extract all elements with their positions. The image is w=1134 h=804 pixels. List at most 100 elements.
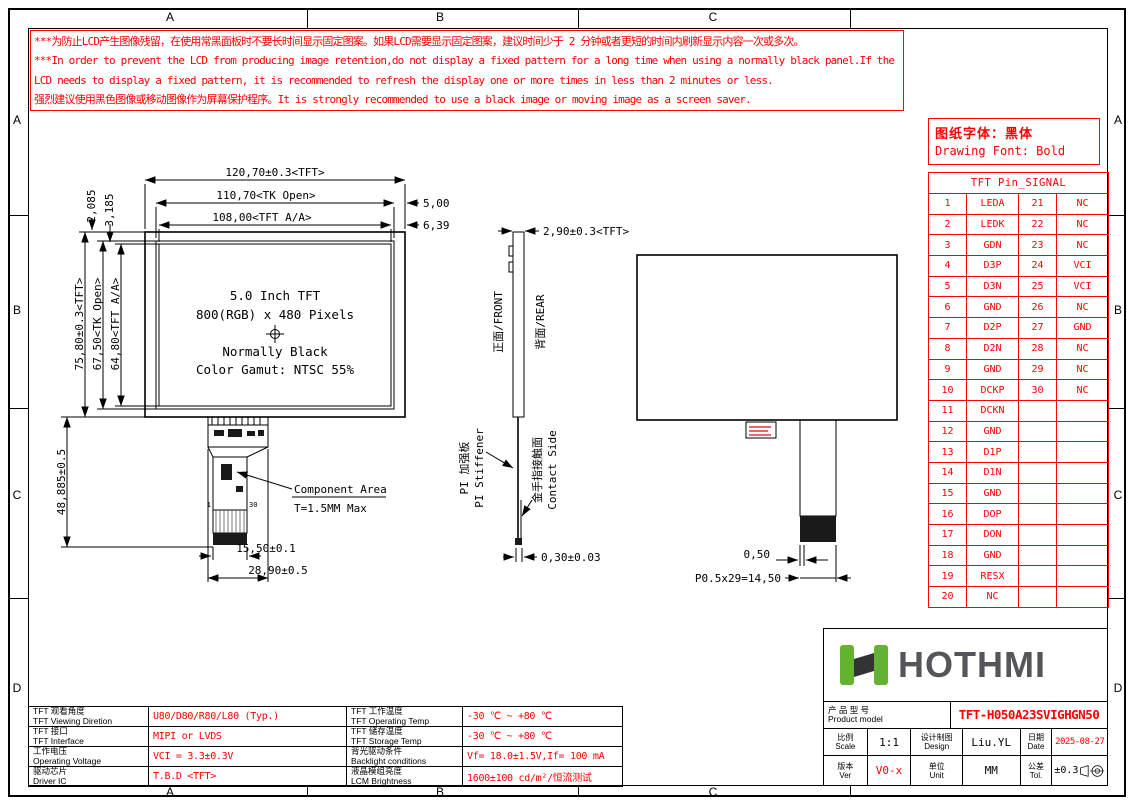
rear-outline bbox=[636, 254, 898, 421]
pin-sig bbox=[1055, 503, 1110, 525]
pin-num: 28 bbox=[1018, 337, 1057, 360]
pin-num: 16 bbox=[928, 503, 967, 525]
pin-sig bbox=[1055, 586, 1110, 608]
center-mark bbox=[266, 325, 284, 343]
product-model-row: 产 品 型 号 Product model TFT-H050A23SVIGHGN… bbox=[824, 702, 1107, 729]
pin-num: 8 bbox=[928, 337, 967, 360]
spec-label-zh: TFT 工作温度 bbox=[351, 706, 403, 716]
title-block: HOTHMI 产 品 型 号 Product model TFT-H050A23… bbox=[823, 628, 1108, 786]
zone-label-left-c: C bbox=[12, 488, 22, 502]
pin-sig: D3N bbox=[966, 275, 1019, 298]
product-label-en: Product model bbox=[828, 713, 883, 724]
pin-sig bbox=[1055, 544, 1110, 567]
design-value: Liu.YL bbox=[963, 728, 1021, 756]
pin-sig: D2N bbox=[966, 337, 1019, 360]
pin-num: 5 bbox=[928, 275, 967, 298]
pin-sig bbox=[1055, 482, 1110, 505]
zone-label-right-a: A bbox=[1113, 113, 1122, 127]
frame-tick bbox=[8, 598, 28, 599]
pin-table-header: TFT Pin_SIGNAL bbox=[927, 172, 1110, 194]
rear-contact-area bbox=[800, 516, 836, 542]
zone-label-left-b: B bbox=[12, 303, 21, 317]
zone-label-left-d: D bbox=[12, 681, 22, 695]
pin-sig: NC bbox=[1055, 296, 1110, 319]
side-profile bbox=[512, 231, 525, 418]
pin-sig: LEDK bbox=[966, 213, 1019, 236]
dim-fpc-width-1: 15,50±0.1 bbox=[236, 542, 296, 555]
front-view bbox=[144, 231, 406, 545]
pin-num: 10 bbox=[928, 379, 967, 401]
spec-value: VCI = 3.3±0.3V bbox=[148, 746, 347, 767]
pin-num: 25 bbox=[1018, 275, 1057, 298]
tolerance-value: ±0.3 bbox=[1054, 765, 1079, 777]
active-area-outline bbox=[158, 243, 392, 407]
frame-tick bbox=[8, 408, 28, 409]
component-area-label: Component Area bbox=[294, 483, 387, 496]
pin-sig: DCKN bbox=[966, 399, 1019, 422]
spec-value: 1600±100 cd/m²/恒流测试 bbox=[462, 766, 623, 787]
product-label-zh: 产 品 型 号 bbox=[828, 704, 870, 715]
pin-sig: GND bbox=[966, 358, 1019, 381]
spec-label-en: TFT Interface bbox=[33, 735, 84, 746]
pin-num: 17 bbox=[928, 524, 967, 546]
frame-tick bbox=[578, 8, 579, 28]
spec-value: -30 ℃ ~ +80 ℃ bbox=[462, 706, 623, 727]
dim-fpc-width-2: 28,90±0.5 bbox=[248, 564, 308, 577]
contact-side-label-zh: 金手指接触面 bbox=[530, 437, 544, 503]
pin-num bbox=[1018, 482, 1057, 505]
pin-num bbox=[1018, 565, 1057, 588]
dim-5: 5,00 bbox=[423, 197, 450, 210]
pi-stiffener-label-zh: PI 加强板 bbox=[457, 442, 471, 495]
dim-fpc-thickness: 0,30±0.03 bbox=[541, 551, 601, 564]
rear-fpc-tab bbox=[799, 419, 837, 517]
rear-view bbox=[636, 254, 898, 542]
spec-label-zh: TFT 观看角度 bbox=[33, 706, 85, 716]
pin-num: 9 bbox=[928, 358, 967, 381]
pin-num: 13 bbox=[928, 441, 967, 463]
scale-value: 1:1 bbox=[868, 728, 912, 756]
pin-num bbox=[1018, 420, 1057, 443]
pin-num bbox=[1018, 441, 1057, 463]
dim-rear-offset: 0,50 bbox=[744, 548, 771, 561]
pin-num: 26 bbox=[1018, 296, 1057, 319]
spec-label-en: LCM Brightness bbox=[351, 775, 412, 786]
zone-label-top-a: A bbox=[165, 10, 174, 24]
pi-stiffener-label-en: PI Stiffener bbox=[473, 428, 486, 508]
spec-label-zh: 背光驱动条件 bbox=[351, 746, 403, 756]
pin-sig: NC bbox=[1055, 193, 1110, 215]
dim-width-tft: 120,70±0.3<TFT> bbox=[225, 166, 325, 179]
panel-spec-line-1: 5.0 Inch TFT bbox=[230, 288, 321, 303]
pin-sig bbox=[1055, 441, 1110, 463]
warning-line-4: 强烈建议使用黑色图像或移动图像作为屏幕保护程序。It is strongly r… bbox=[34, 93, 752, 107]
pin-sig: D2P bbox=[966, 317, 1019, 339]
zone-label-bottom-c: C bbox=[708, 785, 718, 799]
font-note-en: Drawing Font: Bold bbox=[935, 144, 1066, 158]
hothmi-logo-icon bbox=[840, 645, 888, 686]
pin-last-marker: 30 bbox=[249, 501, 257, 509]
dim-rear-pitch: P0.5x29=14,50 bbox=[695, 572, 781, 585]
pin-num: 24 bbox=[1018, 255, 1057, 277]
dim-width-tk: 110,70<TK Open> bbox=[216, 189, 316, 202]
pin-sig: GDN bbox=[966, 234, 1019, 257]
pin-num: 29 bbox=[1018, 358, 1057, 381]
pin-sig: LEDA bbox=[966, 193, 1019, 215]
dim-6-39: 6,39 bbox=[423, 219, 450, 232]
side-tab bbox=[508, 261, 514, 273]
